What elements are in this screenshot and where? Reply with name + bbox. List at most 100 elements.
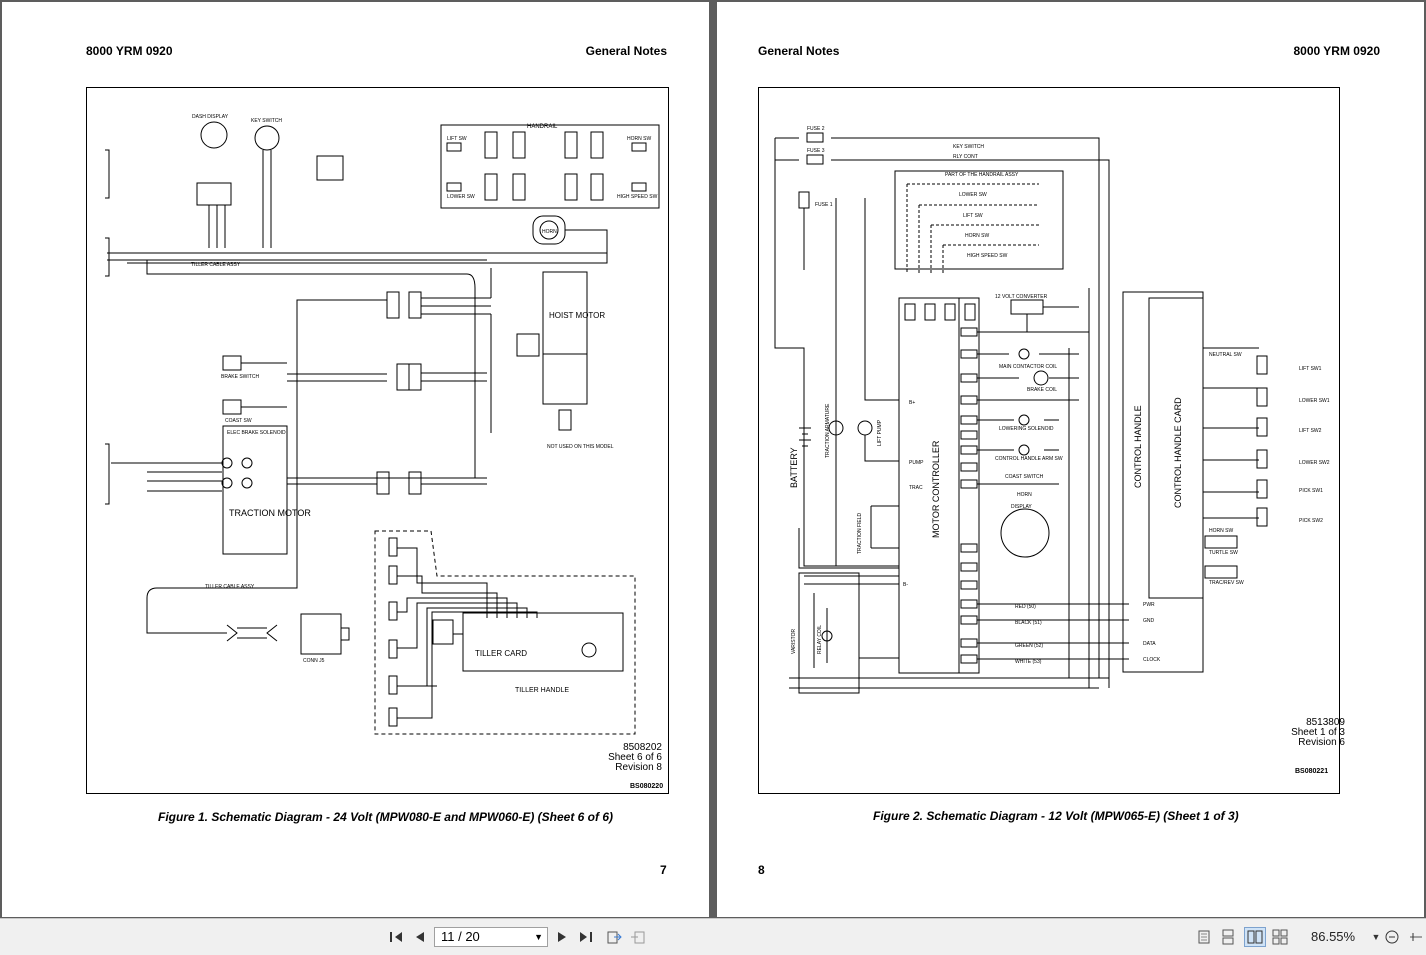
- traction-field-label: TRACTION FIELD: [857, 512, 863, 554]
- sw-pick1-label: PICK SW1: [1299, 488, 1323, 494]
- sw-lower-label: LOWER SW1: [1299, 398, 1330, 404]
- sw-pick2-label: PICK SW2: [1299, 518, 1323, 524]
- main-contactor-coil-label: MAIN CONTACTOR COIL: [999, 364, 1057, 370]
- right-pdf-page: General Notes 8000 YRM 0920: [717, 2, 1424, 917]
- horn-sw2-label: HORN SW: [1209, 528, 1233, 534]
- sw-lift2-label: LIFT SW2: [1299, 428, 1322, 434]
- right-doc-number: 8513809: [1306, 717, 1345, 728]
- lift-sw-label: LIFT SW: [447, 136, 467, 142]
- zoom-level[interactable]: 86.55%: [1311, 929, 1356, 944]
- fuse3-label: FUSE 3: [807, 148, 825, 154]
- black-wire-label: BLACK (51): [1015, 620, 1042, 626]
- fuse1-label: FUSE 1: [815, 202, 833, 208]
- left-bs-code: BS080220: [630, 783, 664, 790]
- battery-label: BATTERY: [789, 447, 799, 488]
- rhorn-label: HORN: [1017, 492, 1032, 498]
- coast-switch-label: COAST SWITCH: [1005, 474, 1044, 480]
- tiller-card-label: TILLER CARD: [475, 649, 527, 658]
- bplus-label: B+: [909, 400, 915, 406]
- traction-motor-label: TRACTION MOTOR: [229, 508, 311, 518]
- right-header-section: General Notes: [758, 44, 840, 58]
- not-used-label: NOT USED ON THIS MODEL: [547, 444, 614, 450]
- motor-controller-label: MOTOR CONTROLLER: [931, 440, 941, 538]
- white-wire-label: WHITE (53): [1015, 659, 1042, 665]
- handrail-label: HANDRAIL: [527, 124, 558, 130]
- handrail-assy-label: PART OF THE HANDRAIL ASSY: [945, 172, 1019, 178]
- left-pdf-page: 8000 YRM 0920 General Notes: [2, 2, 709, 917]
- rlift-sw-label: LIFT SW: [963, 213, 983, 219]
- right-doc-number-block: 8513809 Sheet 1 of 3 Revision 6: [1245, 718, 1345, 748]
- rhorn-sw-label: HORN SW: [965, 233, 989, 239]
- elec-brake-label: ELEC BRAKE SOLENOID: [227, 430, 286, 436]
- single-page-icon[interactable]: [1194, 927, 1214, 947]
- left-doc-number-block: 8508202 Sheet 6 of 6 Revision 8: [562, 743, 662, 773]
- pump-label: PUMP: [909, 460, 924, 466]
- clock-label: CLOCK: [1143, 657, 1161, 663]
- data-label: DATA: [1143, 641, 1156, 647]
- left-figure-caption: Figure 1. Schematic Diagram - 24 Volt (M…: [158, 810, 613, 824]
- green-wire-label: GREEN (52): [1015, 643, 1043, 649]
- rhighspeed-sw-label: HIGH SPEED SW: [967, 253, 1008, 259]
- zoom-dropdown-icon[interactable]: ▼: [1371, 932, 1381, 942]
- continuous-facing-icon[interactable]: [1270, 927, 1290, 947]
- coast-sw-label: COAST SW: [225, 418, 252, 424]
- prev-page-icon[interactable]: [410, 927, 430, 947]
- continuous-icon[interactable]: [1218, 927, 1238, 947]
- page-number-input[interactable]: 11 / 20 ▼: [434, 927, 548, 947]
- right-schematic-frame: FUSE 2 FUSE 3 FUSE 1 KEY SWITCH RLY CONT…: [758, 87, 1340, 794]
- first-page-icon[interactable]: [386, 927, 406, 947]
- trac-rev-sw-label: TRAC/REV SW: [1209, 580, 1244, 586]
- traction-armature-label: TRACTION ARMATURE: [825, 403, 831, 458]
- facing-icon[interactable]: [1244, 927, 1266, 947]
- left-header-doc: 8000 YRM 0920: [86, 44, 173, 58]
- gnd-label: GND: [1143, 618, 1155, 624]
- pwr-label: PWR: [1143, 602, 1155, 608]
- rlower-sw-label: LOWER SW: [959, 192, 987, 198]
- control-handle-label: CONTROL HANDLE: [1133, 405, 1143, 488]
- left-schematic-frame: DASH DISPLAY KEY SWITCH HANDRAIL LIFT SW…: [86, 87, 669, 794]
- tiller-cable-label-2: TILLER CABLE ASSY: [205, 584, 255, 590]
- relay-coil-label: RELAY COIL: [817, 625, 823, 654]
- left-revision: Revision 8: [615, 762, 662, 773]
- viewer-toolbar: 11 / 20 ▼ 86.55% ▼: [0, 918, 1426, 955]
- varistor-label: VARISTOR: [791, 629, 797, 654]
- zoom-slider-icon[interactable]: [1406, 927, 1426, 947]
- brake-coil-label: BRAKE COIL: [1027, 387, 1057, 393]
- conn-j5-label: CONN J5: [303, 658, 325, 664]
- key-switch-label: KEY SWITCH: [251, 118, 282, 124]
- tiller-cable-label: TILLER CABLE ASSY: [191, 262, 241, 268]
- rkey-switch-label: KEY SWITCH: [953, 144, 984, 150]
- fuse2-label: FUSE 2: [807, 126, 825, 132]
- right-figure-caption: Figure 2. Schematic Diagram - 12 Volt (M…: [873, 809, 1239, 823]
- right-header-doc: 8000 YRM 0920: [1293, 44, 1380, 58]
- right-bs-code: BS080221: [1295, 768, 1329, 775]
- dash-display-label: DASH DISPLAY: [192, 114, 229, 120]
- bminus-label: B-: [903, 582, 908, 588]
- horn-sw-label: HORN SW: [627, 136, 651, 142]
- turtle-sw-label: TURTLE SW: [1209, 550, 1238, 556]
- left-doc-number: 8508202: [623, 742, 662, 753]
- page-dropdown-icon[interactable]: ▼: [534, 932, 543, 942]
- right-revision: Revision 6: [1298, 737, 1345, 748]
- last-page-icon[interactable]: [576, 927, 596, 947]
- neutral-sw-label: NEUTRAL SW: [1209, 352, 1242, 358]
- converter-label: 12 VOLT CONVERTER: [995, 294, 1048, 300]
- left-schematic-diagram: DASH DISPLAY KEY SWITCH HANDRAIL LIFT SW…: [105, 114, 660, 735]
- prev-view-icon[interactable]: [604, 927, 624, 947]
- next-view-icon[interactable]: [628, 927, 648, 947]
- display-label: DISPLAY: [1011, 504, 1032, 510]
- trac-label: TRAC: [909, 485, 923, 491]
- lift-pump-label: LIFT PUMP: [877, 419, 883, 446]
- right-schematic-diagram: FUSE 2 FUSE 3 FUSE 1 KEY SWITCH RLY CONT…: [774, 126, 1330, 694]
- control-handle-card-label: CONTROL HANDLE CARD: [1173, 397, 1183, 508]
- hoist-motor-label: HOIST MOTOR: [549, 311, 605, 320]
- control-handle-arm-sw-label: CONTROL HANDLE ARM SW: [995, 456, 1063, 462]
- page-number-value: 11 / 20: [441, 929, 480, 944]
- left-header-section: General Notes: [585, 44, 667, 58]
- sw-lower2-label: LOWER SW2: [1299, 460, 1330, 466]
- rly-cont-label: RLY CONT: [953, 154, 978, 160]
- zoom-out-icon[interactable]: [1382, 927, 1402, 947]
- horn-label: HORN: [542, 229, 557, 235]
- lowering-solenoid-label: LOWERING SOLENOID: [999, 426, 1054, 432]
- next-page-icon[interactable]: [552, 927, 572, 947]
